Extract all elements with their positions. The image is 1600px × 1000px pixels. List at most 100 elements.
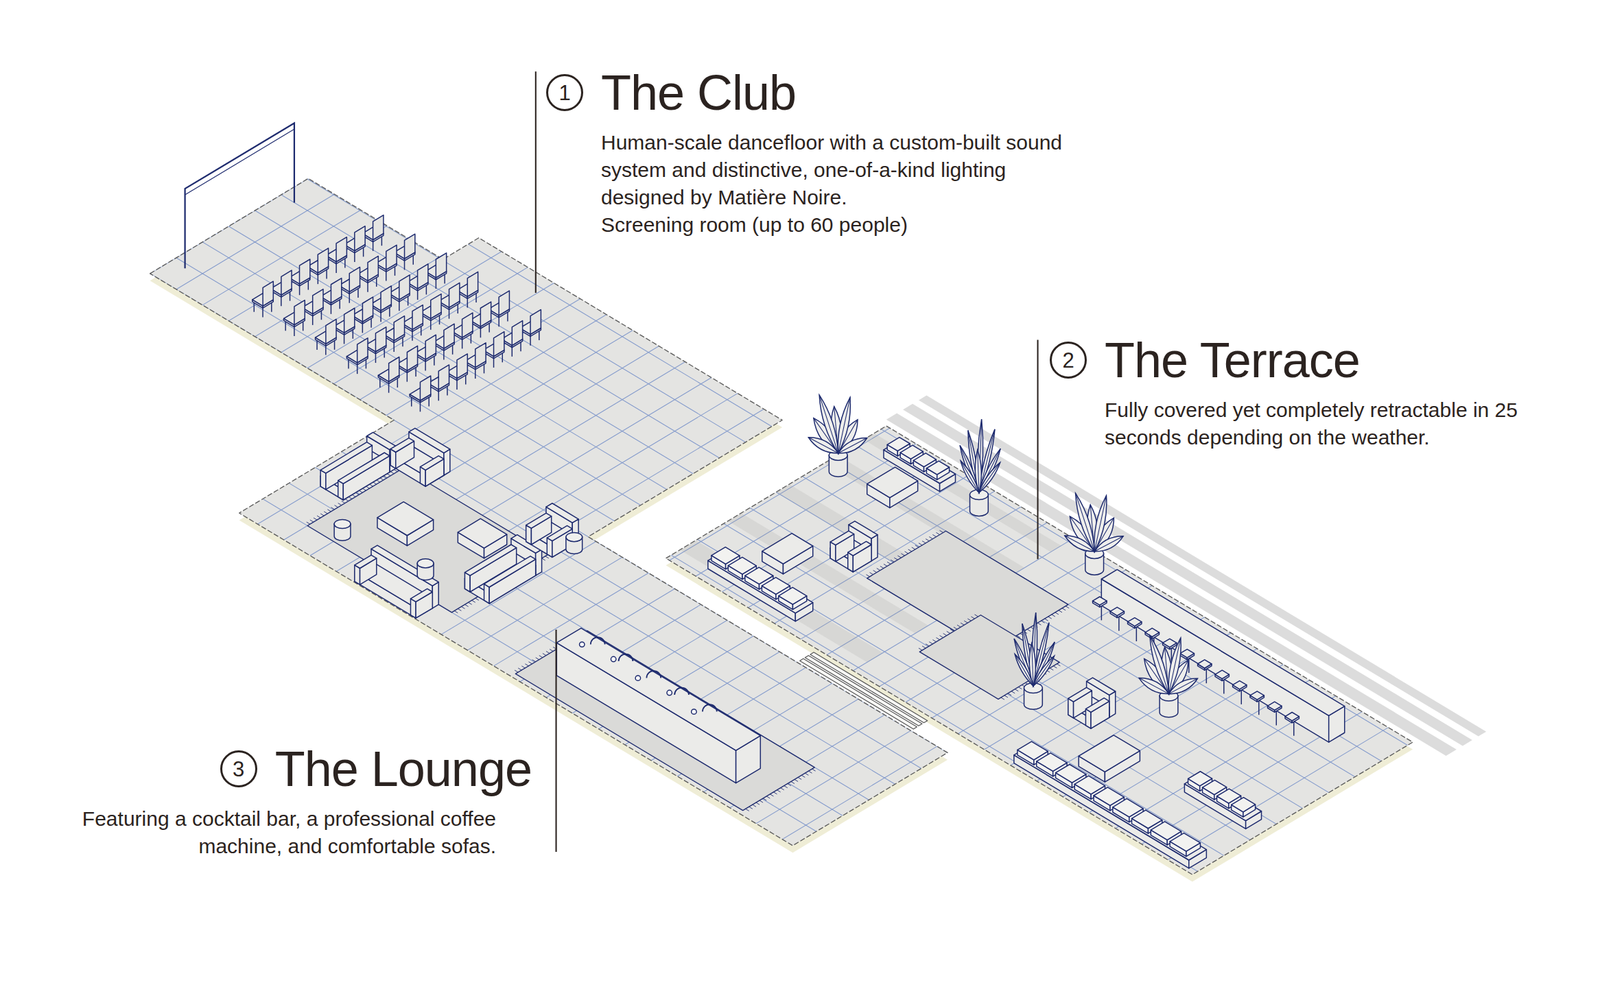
chair-back	[386, 244, 397, 270]
rug-fringe	[974, 614, 979, 617]
box-face	[535, 549, 543, 576]
bar-item	[635, 675, 641, 681]
box-top	[1068, 687, 1093, 702]
grid-line	[0, 89, 404, 363]
rug-fringe	[928, 642, 933, 645]
rug-fringe	[869, 572, 874, 575]
chair-back	[325, 319, 337, 344]
rug-fringe	[749, 806, 753, 809]
leaf-rib	[1033, 642, 1055, 687]
box-top	[419, 456, 444, 471]
rug-fringe	[776, 790, 781, 793]
grid-line	[211, 247, 667, 521]
box-top	[848, 541, 872, 556]
rug-fringe	[461, 606, 465, 609]
rug-fringe	[1040, 620, 1045, 623]
box-top	[1101, 569, 1345, 716]
box-top	[1127, 618, 1142, 627]
plant-leaf	[979, 462, 1001, 493]
chair-back	[425, 334, 436, 360]
leaf-rib	[819, 395, 839, 454]
rug-fringe	[542, 558, 546, 561]
rug-fringe	[528, 662, 533, 665]
area-title: The Lounge	[275, 742, 532, 796]
rug-fringe	[897, 555, 901, 558]
area-description: Human-scale dancefloor with a custom-bui…	[601, 128, 1068, 212]
bar-item	[579, 642, 585, 647]
grid-line	[298, 142, 1401, 805]
rug-fringe	[468, 602, 473, 605]
leaf-rib	[1168, 638, 1181, 694]
grid-line	[298, 142, 1401, 805]
rug-fringe	[464, 604, 468, 607]
chair-leg	[411, 330, 413, 341]
rug-fringe	[313, 518, 317, 521]
grid-line	[246, 173, 1349, 836]
chair-back	[312, 289, 324, 315]
chair-back	[493, 332, 505, 357]
plant-leaf	[979, 448, 1001, 493]
pouf-top	[417, 559, 434, 569]
chair-back	[498, 290, 510, 316]
rug-fringe	[1049, 668, 1054, 671]
rug-fringe	[925, 644, 929, 647]
rug-fringe	[334, 505, 339, 508]
rug-fringe	[752, 804, 757, 807]
rug-fringe	[316, 515, 321, 519]
area-heading: 2The Terrace	[1049, 333, 1551, 387]
box-top	[1285, 712, 1299, 721]
rug-fringe	[797, 777, 802, 780]
rug-fringe	[865, 574, 870, 578]
chair-back	[404, 233, 416, 259]
rug-fringe	[946, 631, 951, 634]
rug-fringe	[1062, 608, 1066, 611]
chair-back	[511, 321, 523, 346]
rug-fringe	[1055, 612, 1059, 615]
grid-line	[0, 347, 1060, 1000]
box-top	[1250, 691, 1264, 700]
chair-leg	[343, 334, 345, 345]
box-top	[377, 502, 434, 536]
bar-stool	[618, 654, 634, 662]
grid-line	[158, 216, 614, 490]
leader-line	[535, 71, 537, 293]
grid-line	[53, 153, 509, 427]
rug-fringe	[369, 484, 374, 487]
leaf-rib	[979, 448, 1001, 493]
floor-grid	[0, 89, 1480, 1000]
rug-fringe	[925, 539, 929, 542]
rug-fringe	[1048, 616, 1052, 619]
bar-stool	[646, 671, 661, 678]
chair-back	[317, 248, 328, 274]
grid-line	[325, 126, 1428, 789]
grid-line	[88, 268, 1191, 931]
grid-line	[0, 89, 404, 363]
rug-fringe	[355, 492, 359, 495]
rug-fringe	[518, 668, 522, 671]
grid-line	[272, 157, 1375, 820]
rug-fringe	[957, 625, 961, 628]
rug-fringe	[1011, 691, 1015, 694]
box-top	[867, 467, 919, 498]
rug-fringe	[794, 779, 798, 782]
chair-back	[375, 327, 386, 352]
rug-fringe	[535, 657, 540, 661]
rug-fringe	[762, 798, 767, 801]
box-top	[526, 513, 552, 529]
rug-fringe	[890, 559, 894, 562]
rug-fringe	[454, 611, 458, 614]
chair-back	[412, 305, 423, 331]
leaf-rib	[960, 461, 980, 493]
rug-fringe	[873, 570, 877, 573]
rug-fringe	[323, 511, 328, 514]
step	[804, 655, 923, 727]
box-top	[1092, 596, 1108, 606]
chair-back	[330, 278, 341, 304]
grid-line	[0, 105, 430, 379]
box-top	[926, 461, 949, 475]
chair-back	[475, 343, 486, 368]
grid-line	[185, 231, 641, 505]
rug	[515, 631, 815, 811]
grid-line	[167, 220, 1270, 884]
rug-fringe	[1053, 666, 1057, 669]
